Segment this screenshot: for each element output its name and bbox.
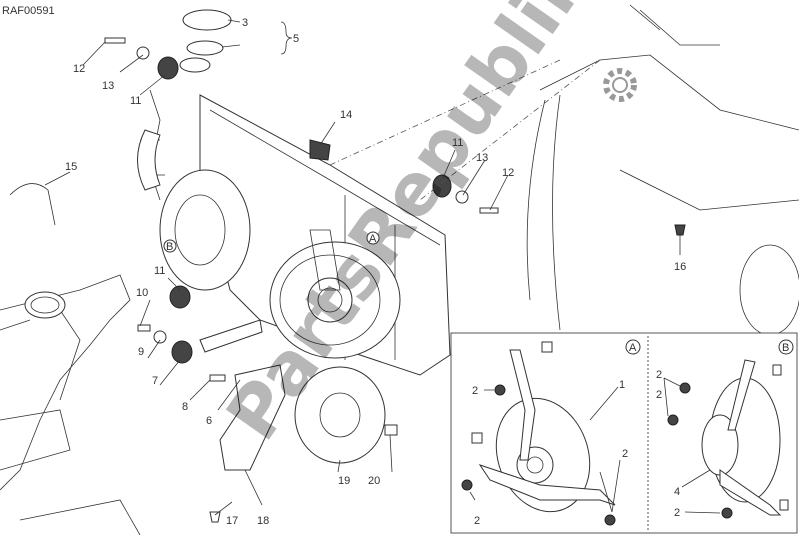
callout-18: 18 xyxy=(257,515,269,527)
callout-12: 12 xyxy=(73,63,85,75)
inset-b-callout-2: 2 xyxy=(674,507,680,519)
view-b-marker: B xyxy=(166,241,173,253)
callout-11: 11 xyxy=(130,95,141,107)
frame-drawing xyxy=(0,274,141,535)
callout-9: 9 xyxy=(138,346,144,358)
callout-17: 17 xyxy=(226,515,238,527)
fastener-parts xyxy=(9,37,686,523)
callout-5: 5 xyxy=(293,33,299,45)
callout-16: 16 xyxy=(674,261,686,273)
callout-15: 15 xyxy=(65,161,77,173)
callout-11: 11 xyxy=(154,265,165,277)
fan-drawing xyxy=(159,169,401,471)
callout-13: 13 xyxy=(102,80,114,92)
callout-6: 6 xyxy=(206,415,212,427)
view-a-marker: A xyxy=(369,233,377,245)
leader-lines xyxy=(44,19,681,516)
inset-a-callout-2: 2 xyxy=(474,515,480,527)
callout-10: 10 xyxy=(136,287,148,299)
callout-12: 12 xyxy=(502,167,514,179)
inset-b-callout-4: 4 xyxy=(674,486,680,498)
watermark-gear-icon xyxy=(603,68,637,102)
inset-b-callout-2: 2 xyxy=(656,389,662,401)
detail-inset: A B 2 1 2 2 2 2 4 2 xyxy=(450,332,798,534)
callout-19: 19 xyxy=(338,475,350,487)
callout-20: 20 xyxy=(368,475,380,487)
inset-a-callout-2: 2 xyxy=(472,385,478,397)
callout-8: 8 xyxy=(182,401,188,413)
callout-13: 13 xyxy=(476,152,488,164)
callout-11: 11 xyxy=(452,137,463,149)
callout-7: 7 xyxy=(152,375,158,387)
inset-a-callout-2: 2 xyxy=(622,448,628,460)
inset-view-a-label: A xyxy=(629,342,637,354)
inset-b-callout-2: 2 xyxy=(656,369,662,381)
callout-3: 3 xyxy=(242,17,248,29)
inset-view-b-label: B xyxy=(782,342,789,354)
callout-14: 14 xyxy=(340,109,352,121)
inset-a-callout-1: 1 xyxy=(619,379,625,391)
diagram-code: RAF00591 xyxy=(2,5,55,17)
callout-labels: 3 5 12 13 11 14 15 11 13 12 16 11 10 9 7… xyxy=(65,17,686,527)
